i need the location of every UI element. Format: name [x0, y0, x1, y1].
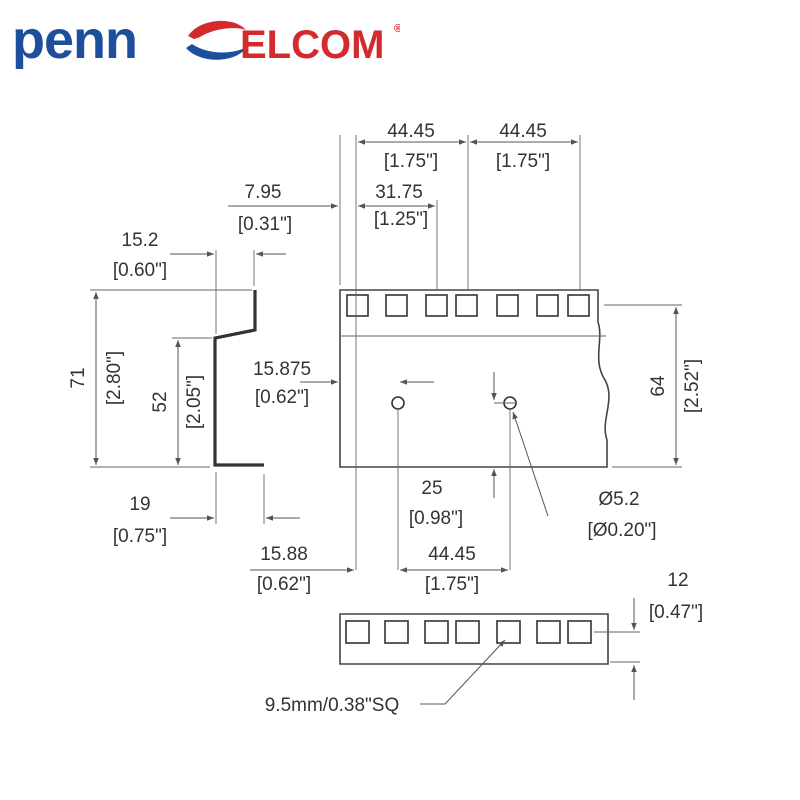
label-strip-height-in: [0.47"] [649, 602, 703, 623]
label-top-pitch-1-mm: 44.45 [387, 121, 435, 142]
rail-side-profile [213, 290, 264, 467]
label-bottom-flange-in: [0.75"] [113, 526, 167, 547]
label-top-pitch-2-in: [1.75"] [496, 151, 550, 172]
label-top-pitch-2-mm: 44.45 [499, 121, 547, 142]
label-bottom-pitch-in: [1.75"] [425, 574, 479, 595]
label-bottom-offset-in: [0.62"] [257, 574, 311, 595]
label-first-hole-offset-in: [1.25"] [374, 209, 428, 230]
label-top-flange-in: [0.60"] [113, 260, 167, 281]
rail-bottom-strip-view [339, 613, 609, 665]
label-hole-vertical-in: [0.98"] [409, 508, 463, 529]
label-top-pitch-1-in: [1.75"] [384, 151, 438, 172]
label-profile-height-in: [2.80"] [104, 351, 125, 405]
label-inner-height-mm: 52 [150, 391, 171, 412]
label-hole-edge-offset-in: [0.62"] [255, 387, 309, 408]
profile-dimension-lines [90, 250, 300, 524]
label-hole-diameter-in: [Ø0.20"] [587, 520, 656, 541]
logo-registered-mark: ® [394, 23, 400, 35]
square-hole-row-strip [345, 620, 592, 644]
label-profile-height-mm: 71 [68, 367, 89, 388]
label-flange-gap-mm: 7.95 [245, 182, 282, 203]
label-flange-gap-in: [0.31"] [238, 214, 292, 235]
rail-front-view [339, 289, 610, 468]
strip-dimension-lines [420, 598, 640, 705]
label-bottom-flange-mm: 19 [129, 494, 150, 515]
label-bottom-offset-mm: 15.88 [260, 544, 308, 565]
dimension-labels: 44.45 [1.75"] 44.45 [1.75"] 31.75 [1.25"… [68, 121, 703, 716]
label-hole-diameter-mm: Ø5.2 [598, 489, 639, 510]
label-hole-vertical-mm: 25 [421, 478, 442, 499]
mounting-hole-left [391, 396, 405, 410]
front-dimension-lines [228, 135, 682, 573]
logo-text-penn: penn [12, 10, 137, 70]
label-rail-height-mm: 64 [648, 375, 669, 397]
label-bottom-pitch-mm: 44.45 [428, 544, 476, 565]
label-rail-height-in: [2.52"] [682, 359, 703, 413]
logo-swoosh-icon [186, 20, 248, 60]
label-first-hole-offset-mm: 31.75 [375, 182, 423, 203]
label-inner-height-in: [2.05"] [184, 375, 205, 429]
penn-elcom-logo: penn ELCOM ® [12, 10, 400, 70]
label-strip-height-mm: 12 [667, 570, 688, 591]
label-square-hole-size: 9.5mm/0.38"SQ [265, 695, 400, 716]
label-hole-edge-offset-mm: 15.875 [253, 359, 311, 380]
label-top-flange-mm: 15.2 [122, 230, 159, 251]
logo-text-elcom: ELCOM [240, 23, 384, 67]
square-hole-row-front [346, 294, 590, 317]
